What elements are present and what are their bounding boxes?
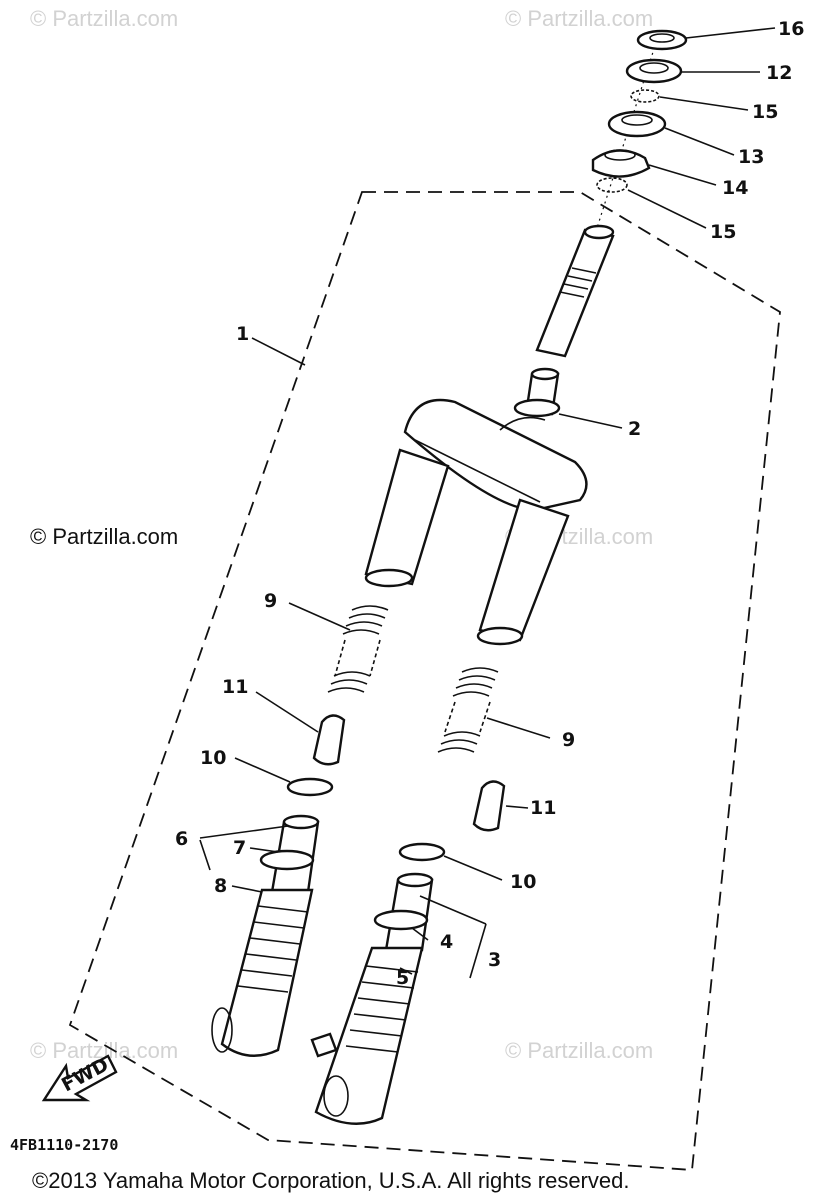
callout-9-right: 9 xyxy=(562,729,575,751)
spring-9-left xyxy=(327,605,389,693)
watermark-middle-left: © Partzilla.com xyxy=(30,524,178,549)
callout-7: 7 xyxy=(233,837,246,859)
spring-9-right xyxy=(437,667,499,753)
callout-16: 16 xyxy=(778,18,804,40)
watermark-top-left: © Partzilla.com xyxy=(30,6,178,31)
o-ring-10-left xyxy=(286,777,334,797)
assembly-boundary xyxy=(68,191,781,1171)
steering-axis xyxy=(589,29,661,251)
callout-1: 1 xyxy=(236,323,249,345)
ball-15-top xyxy=(630,89,660,103)
diagram-code: 4FB1110-2170 xyxy=(10,1136,118,1154)
watermark-top-right: © Partzilla.com xyxy=(505,6,653,31)
watermark-bottom-right: © Partzilla.com xyxy=(505,1038,653,1063)
callout-6: 6 xyxy=(175,828,188,850)
leader-lines xyxy=(199,27,776,979)
callout-10-left: 10 xyxy=(200,747,226,769)
callout-11-right: 11 xyxy=(530,797,556,819)
nut-16 xyxy=(636,29,688,51)
race-13 xyxy=(607,110,667,138)
callout-4: 4 xyxy=(440,931,453,953)
callout-11-left: 11 xyxy=(222,676,248,698)
callout-13: 13 xyxy=(738,146,764,168)
race-14 xyxy=(591,149,651,178)
collar-11-right xyxy=(472,780,506,832)
fork-tube-right xyxy=(476,498,570,646)
callout-9-left: 9 xyxy=(264,590,277,612)
callout-12: 12 xyxy=(766,62,792,84)
race-12 xyxy=(625,58,683,84)
callout-5: 5 xyxy=(396,967,409,989)
callout-10-right: 10 xyxy=(510,871,536,893)
under-bracket xyxy=(403,398,588,512)
callout-14: 14 xyxy=(722,177,748,199)
callout-15-top: 15 xyxy=(752,101,778,123)
fork-tube-left xyxy=(364,448,450,588)
collar-11-left xyxy=(312,714,346,766)
steering-shaft xyxy=(535,224,615,358)
callout-3: 3 xyxy=(488,949,501,971)
stem-bolt-2 xyxy=(513,367,561,418)
o-ring-10-right xyxy=(398,842,446,862)
copyright-notice: ©2013 Yamaha Motor Corporation, U.S.A. A… xyxy=(32,1168,629,1193)
outer-tube-right xyxy=(310,872,434,1125)
callout-8: 8 xyxy=(214,875,227,897)
callout-15-mid: 15 xyxy=(710,221,736,243)
callout-2: 2 xyxy=(628,418,641,440)
outer-tube-left xyxy=(211,814,320,1057)
ball-15-mid xyxy=(596,177,628,193)
